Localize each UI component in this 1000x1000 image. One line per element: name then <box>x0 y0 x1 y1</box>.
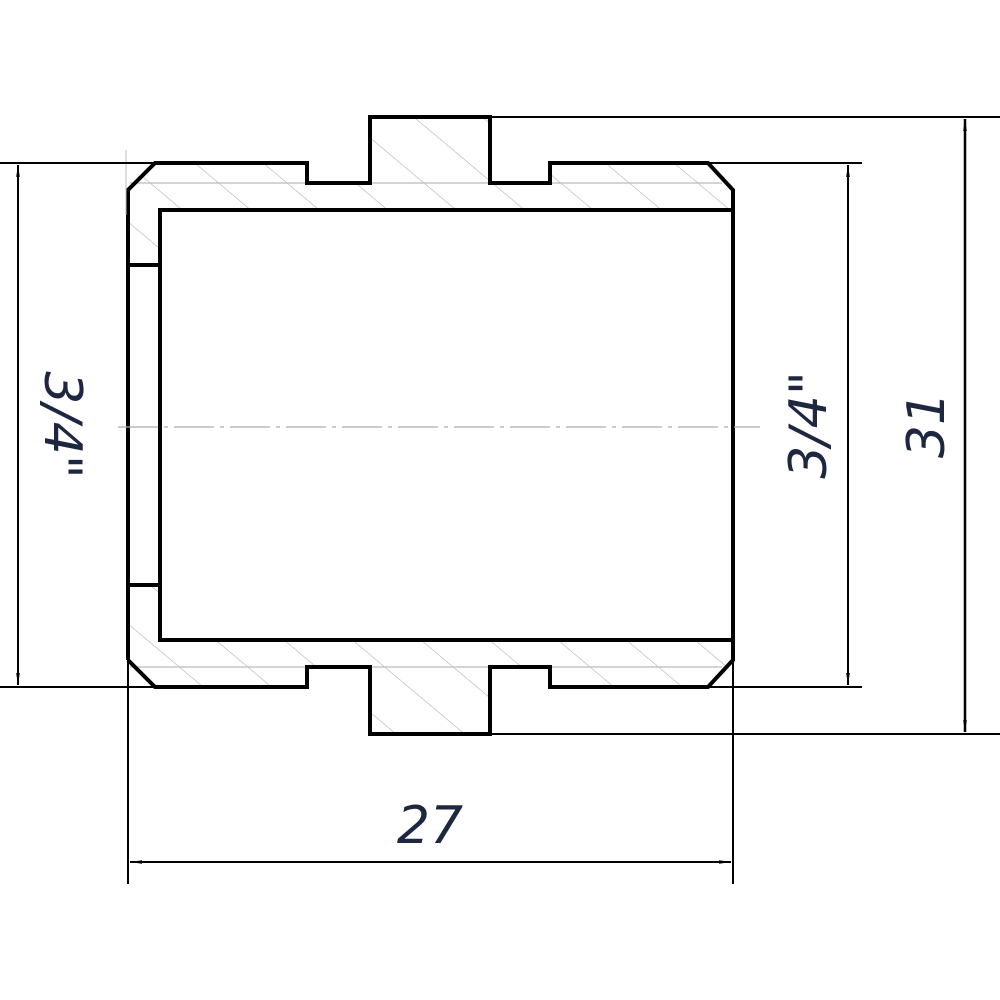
fitting-outline <box>126 115 735 736</box>
extension-lines <box>0 116 1000 884</box>
section-hatching <box>128 117 733 734</box>
bore-outline <box>158 208 735 642</box>
left-thread-label: 3/4" <box>32 371 92 479</box>
right-thread-label: 3/4" <box>779 371 839 479</box>
height-label: 31 <box>897 392 957 458</box>
length-label: 27 <box>397 796 463 856</box>
